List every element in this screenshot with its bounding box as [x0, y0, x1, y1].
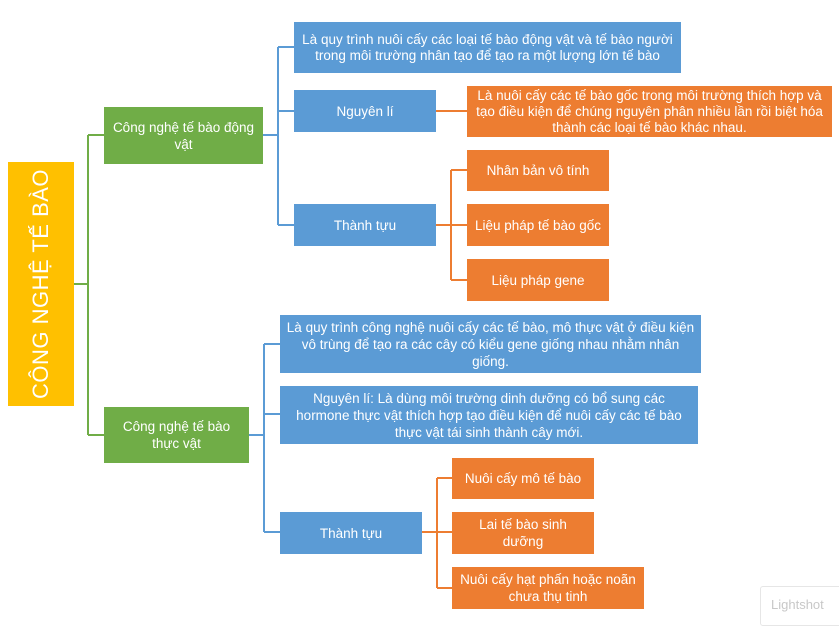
achievement-label: Liệu pháp tế bào gốc: [474, 217, 602, 233]
animal-achievement-item: Liệu pháp tế bào gốc: [467, 204, 609, 246]
achievement-label: Liệu pháp gene: [491, 272, 585, 288]
animal-principle-detail-node: Là nuôi cấy các tế bào gốc trong môi trư…: [467, 86, 832, 137]
animal-cell-tech-node: Công nghệ tế bào động vật: [104, 107, 263, 164]
plant-achievement-item: Nuôi cấy mô tế bào: [452, 458, 594, 499]
achievement-label: Lai tế bào sinh dưỡng: [479, 517, 567, 549]
lightshot-watermark: Lightshot: [760, 586, 839, 626]
plant-achievements-label: Thành tựu: [319, 525, 383, 541]
root-node: CÔNG NGHỆ TẾ BÀO: [8, 162, 74, 406]
connector-plant: [249, 343, 280, 533]
animal-definition-text: Là quy trình nuôi cấy các loại tế bào độ…: [302, 31, 673, 63]
plant-definition-text: Là quy trình công nghệ nuôi cấy các tế b…: [286, 319, 695, 369]
animal-achievements-node: Thành tựu: [294, 204, 436, 246]
connector-root: [74, 134, 104, 436]
achievement-label: Nuôi cấy mô tế bào: [464, 471, 582, 486]
achievement-label: Nhân bản vô tính: [486, 163, 590, 178]
animal-principle-detail-text: Là nuôi cấy các tế bào gốc trong môi trư…: [476, 87, 823, 135]
watermark-label: Lightshot: [771, 597, 824, 612]
plant-cell-tech-node: Công nghệ tế bào thực vật: [104, 407, 249, 463]
plant-achievements-node: Thành tựu: [280, 512, 422, 554]
connector-animal: [263, 46, 294, 226]
plant-achievement-item: Nuôi cấy hạt phấn hoặc noãn chưa thụ tin…: [452, 567, 644, 609]
root-label: CÔNG NGHỆ TẾ BÀO: [28, 168, 54, 400]
achievement-label: Nuôi cấy hạt phấn hoặc noãn chưa thụ tin…: [460, 572, 636, 604]
animal-achievements-label: Thành tựu: [333, 217, 397, 233]
plant-principle-text: Nguyên lí: Là dùng môi trường dinh dưỡng…: [296, 390, 682, 440]
animal-achievement-item: Nhân bản vô tính: [467, 150, 609, 191]
plant-cell-tech-label: Công nghệ tế bào thực vật: [122, 419, 231, 451]
animal-definition-node: Là quy trình nuôi cấy các loại tế bào độ…: [294, 22, 681, 73]
animal-achievement-item: Liệu pháp gene: [467, 259, 609, 301]
plant-achievement-item: Lai tế bào sinh dưỡng: [452, 512, 594, 554]
animal-cell-tech-label: Công nghệ tế bào động vật: [112, 119, 255, 152]
connector-plant-achievements: [422, 477, 452, 589]
animal-principle-label: Nguyên lí: [336, 103, 394, 119]
plant-definition-node: Là quy trình công nghệ nuôi cấy các tế b…: [280, 315, 701, 373]
connector-animal-achievements: [436, 169, 467, 281]
plant-principle-node: Nguyên lí: Là dùng môi trường dinh dưỡng…: [280, 386, 698, 444]
animal-principle-node: Nguyên lí: [294, 90, 436, 132]
